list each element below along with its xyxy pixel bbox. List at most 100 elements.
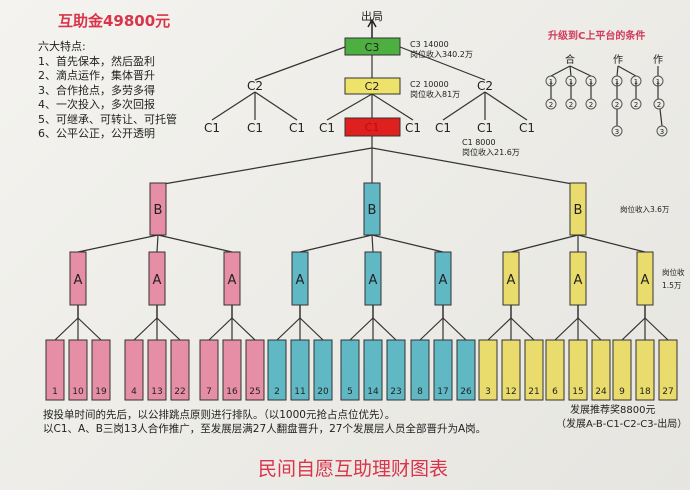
c2-label: C2 bbox=[365, 80, 380, 93]
leaf-box bbox=[363, 339, 383, 401]
connector-line bbox=[484, 91, 528, 121]
connector-line bbox=[133, 317, 158, 341]
leaf-number: 19 bbox=[95, 387, 107, 397]
leaf-box bbox=[568, 339, 588, 401]
c1-income: 岗位收入21.6万 bbox=[462, 147, 520, 157]
connector-line bbox=[231, 317, 256, 341]
connector-line bbox=[510, 234, 579, 253]
feature-item: 1、首先保本，然后盈利 bbox=[38, 54, 155, 68]
connector-line bbox=[254, 46, 346, 81]
c3-label: C3 bbox=[365, 41, 380, 54]
connector-line bbox=[77, 317, 102, 341]
condition-node-label: 1 bbox=[549, 78, 553, 86]
c1-note: C1 8000 bbox=[462, 138, 496, 147]
c2-box bbox=[344, 77, 401, 95]
leaf-number: 17 bbox=[437, 387, 448, 397]
condition-node-label: 1 bbox=[634, 78, 638, 86]
condition-node-label: 1 bbox=[589, 78, 593, 86]
condition-node-label: 2 bbox=[615, 101, 619, 109]
c3-income: 岗位收入340.2万 bbox=[410, 49, 473, 59]
b-label: B bbox=[574, 203, 583, 218]
leaf-box bbox=[386, 339, 406, 401]
connector-line bbox=[616, 65, 619, 77]
leaf-number: 7 bbox=[206, 387, 212, 397]
condition-node bbox=[652, 75, 664, 87]
feature-item: 2、滴点运作，集体晋升 bbox=[38, 69, 155, 82]
connector-line bbox=[372, 317, 397, 341]
connector-line bbox=[371, 234, 444, 253]
condition-node-label: 2 bbox=[549, 101, 553, 109]
a-label: A bbox=[369, 273, 378, 288]
leaf-box bbox=[658, 339, 678, 401]
connector-line bbox=[550, 65, 571, 77]
leaf-box bbox=[340, 339, 360, 401]
reward-text: 发展推荐奖8800元 bbox=[570, 405, 656, 416]
connector-line bbox=[276, 317, 301, 341]
feature-item: 5、可继承、可转让、可托管 bbox=[38, 112, 177, 126]
connector-line bbox=[569, 65, 592, 77]
connector-line bbox=[510, 317, 535, 341]
connector-line bbox=[554, 317, 579, 341]
connector-line bbox=[157, 147, 373, 186]
leaf-number: 2 bbox=[274, 387, 280, 397]
condition-node-label: 2 bbox=[657, 101, 661, 109]
b-label: B bbox=[368, 203, 377, 218]
a-label: A bbox=[574, 273, 583, 288]
connector-line bbox=[399, 46, 486, 81]
condition-node bbox=[653, 98, 665, 110]
side-c2-label: C2 bbox=[247, 79, 263, 93]
leaf-box bbox=[170, 339, 190, 401]
connector-line bbox=[569, 65, 572, 77]
connector-line bbox=[487, 317, 512, 341]
leaf-box bbox=[612, 339, 632, 401]
condition-node bbox=[656, 125, 668, 137]
a-label: A bbox=[153, 273, 162, 288]
fund-amount-title: 互助金49800元 bbox=[58, 12, 171, 30]
leaf-box bbox=[91, 339, 111, 401]
leaf-number: 22 bbox=[174, 387, 185, 397]
condition-node-label: 2 bbox=[589, 101, 593, 109]
c2-note: C2 10000 bbox=[410, 80, 449, 89]
a-label: A bbox=[228, 273, 237, 288]
connector-line bbox=[442, 317, 467, 341]
leaf-number: 11 bbox=[294, 387, 305, 397]
exit-arrow-icon bbox=[367, 18, 377, 38]
a-income: 1.5万 bbox=[662, 281, 682, 290]
leaf-box bbox=[635, 339, 655, 401]
c1-node-label: C1 bbox=[477, 121, 493, 135]
condition-node-label: 2 bbox=[634, 101, 638, 109]
leaf-number: 13 bbox=[151, 387, 162, 397]
condition-header: 作 bbox=[613, 54, 623, 66]
condition-node-label: 2 bbox=[569, 101, 573, 109]
leaf-number: 12 bbox=[505, 387, 516, 397]
leaf-number: 23 bbox=[390, 387, 401, 397]
connector-line bbox=[644, 317, 669, 341]
condition-node bbox=[630, 75, 642, 87]
a-label: A bbox=[296, 273, 305, 288]
exit-label: 出局 bbox=[361, 9, 383, 23]
leaf-number: 6 bbox=[552, 387, 558, 397]
leaf-number: 26 bbox=[460, 387, 472, 397]
leaf-number: 18 bbox=[639, 387, 651, 397]
c1-box bbox=[344, 117, 401, 137]
a-label: A bbox=[74, 273, 83, 288]
c1-node-label: C1 bbox=[204, 121, 220, 135]
condition-node-label: 1 bbox=[569, 78, 573, 86]
condition-node bbox=[545, 98, 557, 110]
features-heading: 六大特点: bbox=[38, 40, 86, 53]
c3-box bbox=[344, 37, 401, 56]
leaf-number: 15 bbox=[572, 387, 583, 397]
rule-line-1: 按投单时间的先后，以公排跳点原则进行排队。（以1000元抢占点位优先）。 bbox=[43, 409, 396, 421]
condition-node-label: 3 bbox=[615, 128, 619, 136]
connector-line bbox=[299, 234, 373, 253]
promotion-path: （发展A-B-C1-C2-C3-出局） bbox=[556, 419, 688, 430]
leaf-number: 21 bbox=[528, 387, 539, 397]
condition-node bbox=[611, 125, 623, 137]
leaf-number: 3 bbox=[485, 387, 491, 397]
condition-node bbox=[611, 75, 623, 87]
c3-note: C3 14000 bbox=[410, 40, 449, 49]
feature-item: 6、公平公正，公开透明 bbox=[38, 127, 155, 140]
condition-node bbox=[565, 75, 577, 87]
leaf-box bbox=[524, 339, 544, 401]
